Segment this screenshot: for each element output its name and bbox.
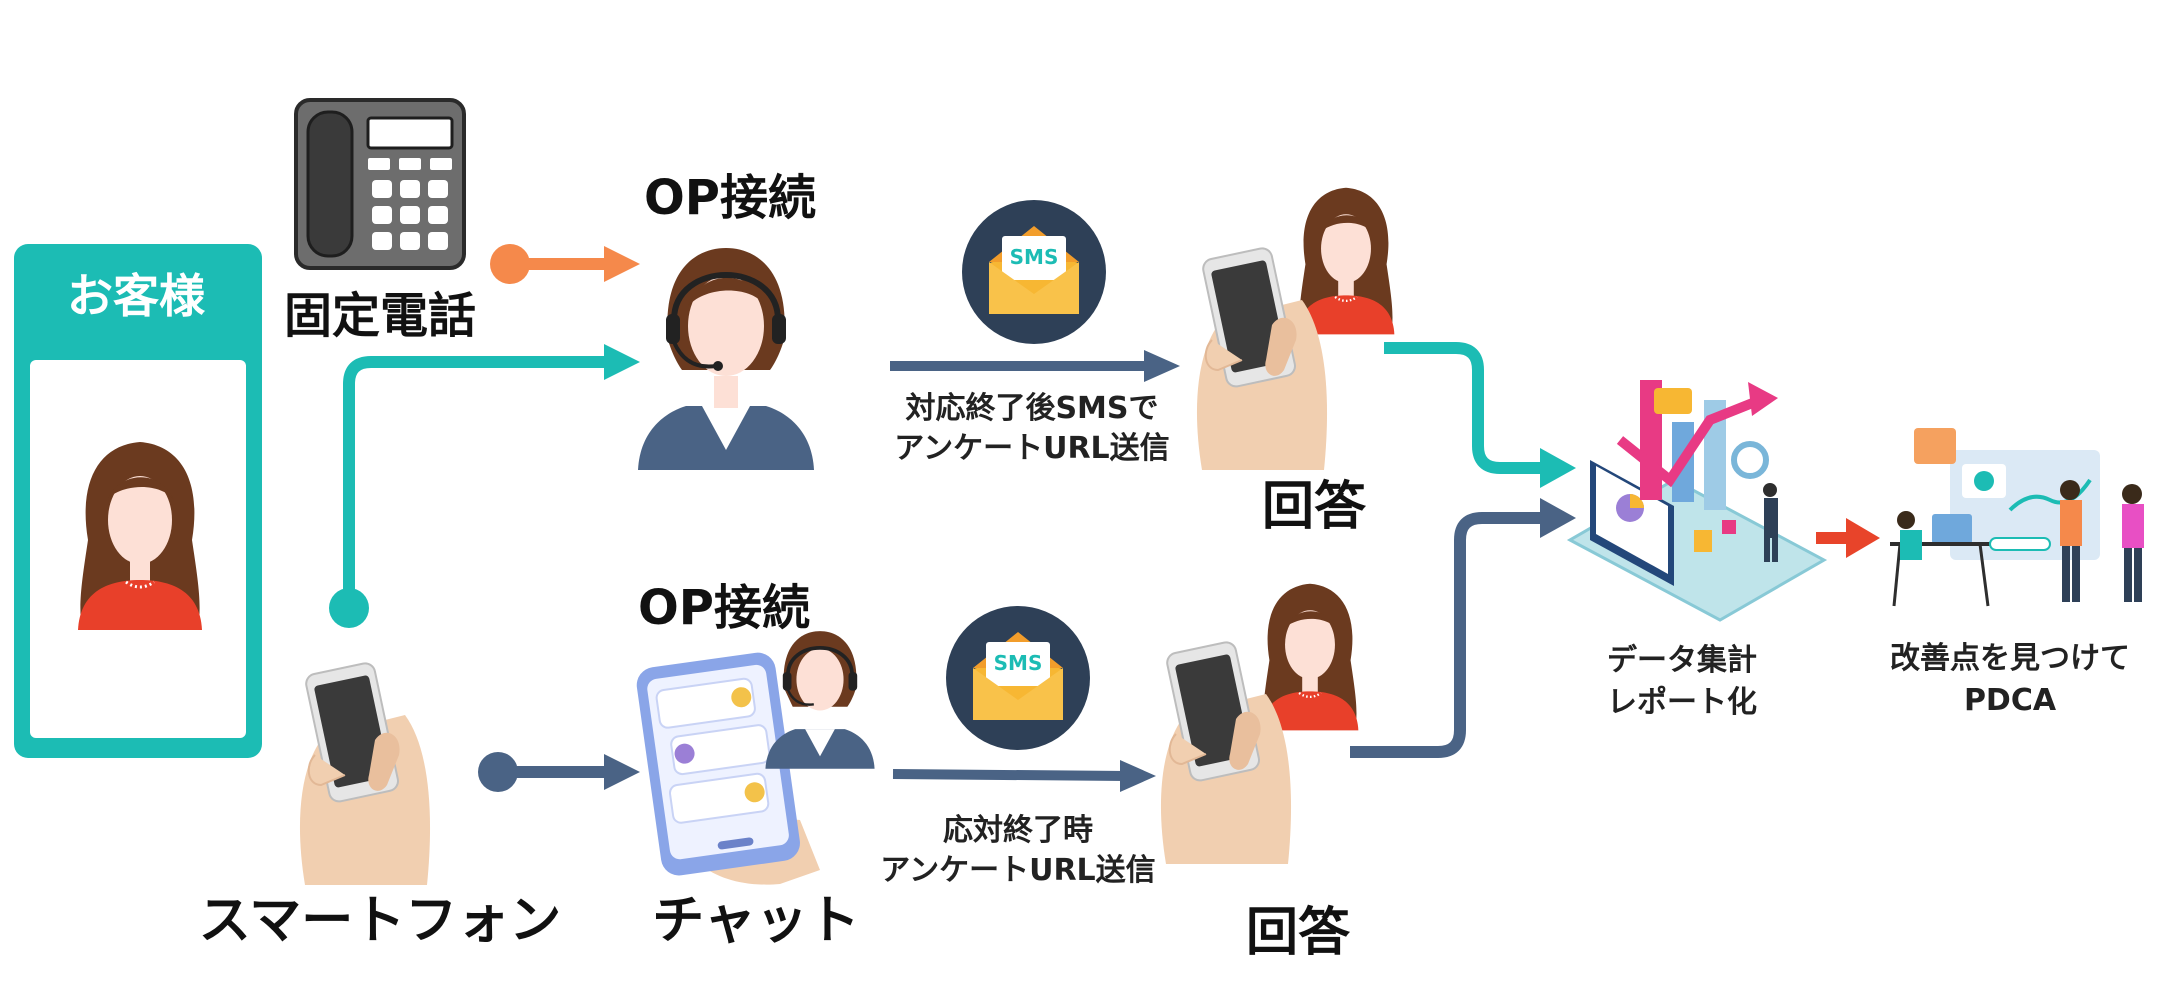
pdca-team-icon bbox=[1890, 428, 2144, 607]
arrow-chat-to-answer-bottom bbox=[892, 760, 1156, 792]
answer-bottom-label: 回答 bbox=[1246, 903, 1351, 963]
smartphone-label: スマートフォン bbox=[199, 891, 561, 951]
arrow-op-to-answer-top bbox=[890, 350, 1180, 382]
answer-top-label: 回答 bbox=[1262, 477, 1367, 537]
chat-phone-icon bbox=[636, 652, 820, 885]
landline-phone-icon bbox=[294, 98, 466, 270]
sms-top-caption-line2: アンケートURL送信 bbox=[894, 431, 1169, 466]
answer-top-woman-icon bbox=[1296, 186, 1396, 336]
landline-label: 固定電話 bbox=[284, 288, 476, 344]
operator-headset-icon bbox=[638, 248, 814, 470]
sms-bottom-envelope-icon: SMS bbox=[946, 606, 1090, 750]
sms-top-badge-text: SMS bbox=[1010, 245, 1059, 269]
report-dashboard-icon bbox=[1566, 380, 1828, 622]
arrow-landline-to-op bbox=[490, 244, 640, 284]
customer-avatar-icon bbox=[76, 440, 204, 632]
arrow-report-to-pdca bbox=[1816, 518, 1880, 558]
arrow-answer-bottom-to-report bbox=[1350, 498, 1576, 758]
sms-bottom-badge-text: SMS bbox=[994, 651, 1043, 675]
arrow-answer-top-to-report bbox=[1384, 342, 1576, 488]
customer-card: お客様 bbox=[14, 244, 262, 758]
sms-bottom-caption-line1: 応対終了時 bbox=[943, 813, 1093, 848]
sms-bottom-caption-line2: アンケートURL送信 bbox=[880, 853, 1155, 888]
arrow-smartphone-to-chat bbox=[478, 752, 640, 792]
answer-bottom-woman-icon bbox=[1260, 582, 1360, 732]
chat-label: チャット bbox=[652, 891, 859, 951]
customer-title: お客様 bbox=[67, 269, 206, 323]
report-line2: レポート化 bbox=[1607, 685, 1757, 720]
op-bottom-label: OP接続 bbox=[638, 580, 810, 636]
pdca-line1: 改善点を見つけて bbox=[1890, 641, 2130, 676]
arrow-smartphone-to-op bbox=[329, 344, 640, 628]
sms-top-envelope-icon: SMS bbox=[962, 200, 1106, 344]
sms-top-caption-line1: 対応終了後SMSで bbox=[905, 391, 1158, 426]
smartphone-hand-icon bbox=[298, 660, 432, 886]
report-line1: データ集計 bbox=[1607, 643, 1757, 678]
chat-operator-icon bbox=[765, 631, 875, 769]
pdca-line2: PDCA bbox=[1964, 683, 2057, 718]
op-top-label: OP接続 bbox=[644, 170, 816, 226]
